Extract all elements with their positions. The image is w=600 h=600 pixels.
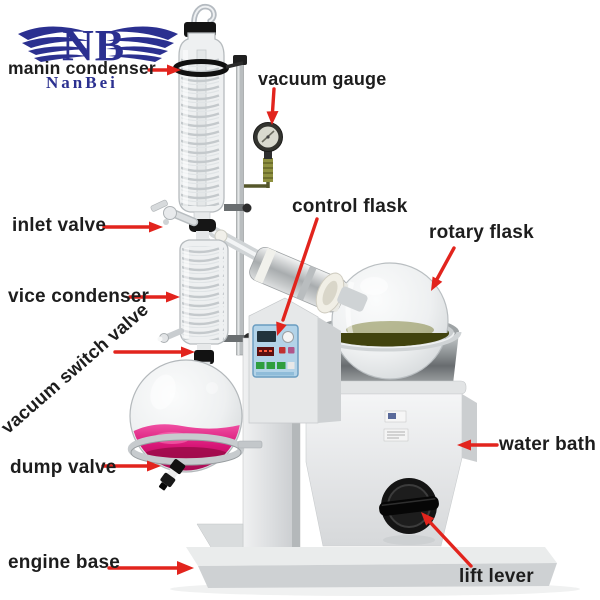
arrow-vacuum-switch-valve (113, 346, 195, 358)
label-water-bath: water bath (499, 434, 597, 455)
logo-brand-name: NanBei (46, 73, 118, 92)
label-engine-base: engine base (8, 552, 121, 573)
vacuum-switch-valve-fitting (194, 350, 214, 364)
label-main-condenser: manin condenser (8, 58, 156, 78)
support-rod (220, 55, 254, 356)
arrow-control-flask (276, 217, 319, 336)
arrow-vice-condenser (128, 291, 180, 303)
main-condenser-part (173, 3, 244, 239)
arrow-main-condenser (147, 64, 181, 76)
label-lift-lever: lift lever (459, 566, 534, 587)
label-inlet-valve: inlet valve (12, 215, 107, 236)
arrow-lift-lever (421, 512, 473, 568)
arrow-water-bath (457, 439, 499, 451)
label-control-flask: control flask (292, 196, 408, 217)
arrow-inlet-valve (102, 221, 163, 233)
arrow-engine-base (107, 561, 194, 575)
control-box (248, 297, 341, 424)
vacuum-gauge-part (244, 122, 283, 188)
vice-condenser-part (157, 238, 229, 364)
arrow-dump-valve (101, 460, 161, 472)
brand-logo: NB NanBei (14, 18, 184, 96)
callout-arrows (101, 64, 499, 575)
logo-initials: NB (62, 21, 126, 70)
control-panel (252, 324, 299, 378)
label-rotary-flask: rotary flask (429, 222, 534, 243)
rotary-flask-part (331, 262, 449, 380)
inlet-valve-part (150, 199, 199, 227)
logo-wings-icon (18, 26, 178, 62)
lift-lever-knob (379, 478, 439, 534)
collection-flask-part (127, 359, 263, 491)
arrow-rotary-flask (431, 246, 456, 291)
label-vacuum-gauge: vacuum gauge (258, 69, 387, 89)
label-dump-valve: dump valve (10, 457, 117, 478)
label-vice-condenser: vice condenser (8, 286, 150, 307)
dump-valve-part (158, 459, 186, 491)
arrow-vacuum-gauge (266, 87, 279, 125)
